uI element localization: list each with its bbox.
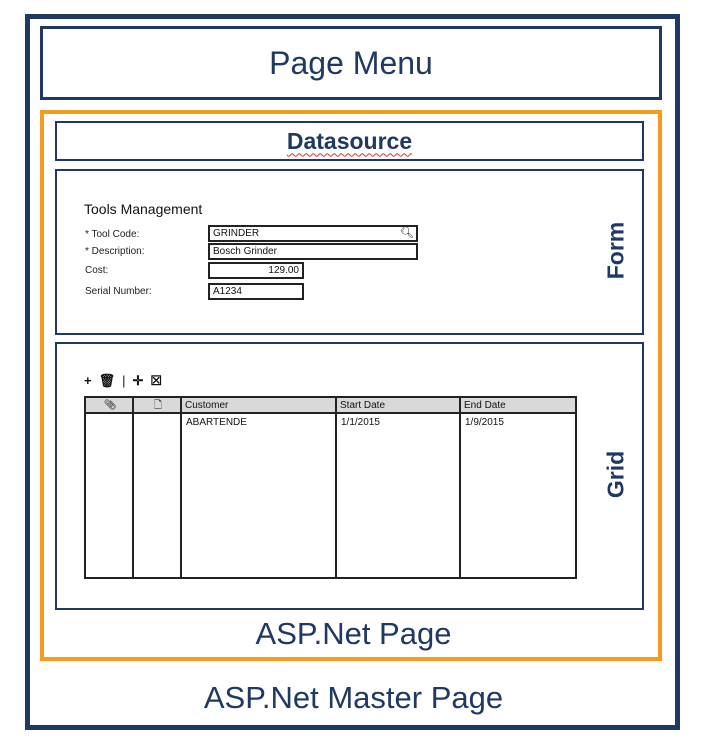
column-divider — [335, 398, 337, 577]
grid-label: Grid — [602, 450, 629, 499]
column-divider — [180, 398, 182, 577]
delete-file-icon[interactable]: ☒ — [150, 373, 163, 388]
row-start-date-cell[interactable]: 1/1/2015 — [341, 417, 380, 428]
grid-box — [55, 342, 644, 610]
asp-page-text: ASP.Net Page — [255, 616, 452, 651]
description-label: * Description: — [85, 246, 145, 257]
customer-column-header[interactable]: Customer — [182, 398, 337, 414]
column-divider — [132, 398, 134, 577]
asp-page-frame — [40, 110, 662, 661]
master-page-frame — [25, 14, 680, 730]
data-grid: 📎︎ 🗋 Customer Start Date End Date ABARTE… — [84, 396, 577, 579]
row-end-date-cell[interactable]: 1/9/2015 — [465, 417, 504, 428]
cost-field[interactable]: 129.00 — [208, 262, 304, 279]
cost-value: 129.00 — [268, 265, 299, 276]
move-icon[interactable]: ✛ — [132, 373, 144, 388]
column-divider — [459, 398, 461, 577]
form-label: Form — [602, 221, 629, 280]
serial-number-field[interactable]: A1234 — [208, 283, 304, 300]
start-date-column-header[interactable]: Start Date — [337, 398, 461, 414]
toolbar-separator: | — [122, 373, 126, 388]
magnifier-icon[interactable]: 🔍︎ — [400, 227, 414, 239]
attachment-column-header[interactable]: 📎︎ — [86, 398, 134, 414]
paperclip-icon: 📎︎ — [103, 400, 117, 411]
description-field[interactable]: Bosch Grinder — [208, 243, 418, 260]
datasource-box: Datasource — [55, 121, 644, 161]
end-date-column-header[interactable]: End Date — [461, 398, 575, 414]
serial-number-label: Serial Number: — [85, 286, 152, 297]
document-icon: 🗋 — [153, 400, 163, 411]
master-page-label: ASP.Net Master Page — [0, 680, 707, 716]
grid-toolbar: + 🗑︎ | ✛ ☒ — [84, 373, 169, 389]
page-menu-box: Page Menu — [40, 26, 662, 100]
serial-number-value: A1234 — [213, 286, 242, 297]
datasource-label: Datasource — [286, 127, 413, 154]
description-value: Bosch Grinder — [213, 246, 277, 257]
page-menu-label: Page Menu — [269, 44, 433, 81]
master-page-text: ASP.Net Master Page — [203, 680, 504, 715]
form-box — [55, 169, 644, 335]
tool-code-label: * Tool Code: — [85, 229, 140, 240]
plus-icon[interactable]: + — [84, 373, 92, 388]
trash-icon[interactable]: 🗑︎ — [98, 373, 116, 388]
tool-code-value: GRINDER — [213, 228, 260, 239]
form-title: Tools Management — [84, 201, 203, 217]
tool-code-field[interactable]: GRINDER 🔍︎ — [208, 225, 418, 242]
cost-label: Cost: — [85, 265, 109, 276]
row-customer-cell[interactable]: ABARTENDE — [186, 417, 247, 428]
document-column-header[interactable]: 🗋 — [134, 398, 182, 414]
asp-page-label: ASP.Net Page — [0, 616, 707, 652]
